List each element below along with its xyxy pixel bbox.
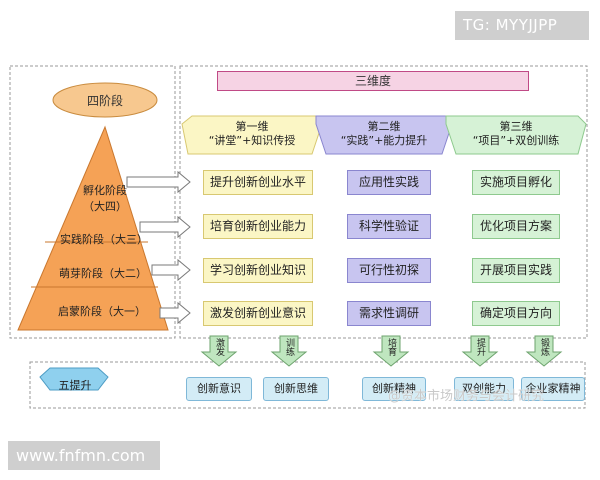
outcome-3: 创新精神 xyxy=(362,377,426,401)
dimension-2-subtitle: “实践”+能力提升 xyxy=(340,134,428,147)
banner-dim-3 xyxy=(445,115,587,155)
dimensions-frame xyxy=(179,65,588,339)
dimension-3-title: 第三维 xyxy=(499,120,533,133)
down-arrow-3 xyxy=(372,335,410,367)
tier-4: 启蒙阶段（大一） xyxy=(28,304,176,320)
improvement-hexagon xyxy=(39,367,109,391)
arrow-label-1: 激发 xyxy=(214,338,224,356)
pyramid xyxy=(17,125,169,331)
improvements-frame xyxy=(29,361,586,409)
row-arrow-2 xyxy=(139,215,191,239)
dimension-2-title: 第二维 xyxy=(367,120,401,133)
dimension-2-header: 第二维 “实践”+能力提升 xyxy=(322,120,446,148)
tier-3: 萌芽阶段（大二） xyxy=(36,266,170,282)
watermark-top: TG: MYYJJPP xyxy=(455,11,589,40)
dimension-1-subtitle: “讲堂”+知识传授 xyxy=(208,134,296,147)
stages-label: 四阶段 xyxy=(86,94,123,108)
dimensions-title: 三维度 xyxy=(217,71,529,91)
dim1-item-1: 提升创新创业水平 xyxy=(203,170,313,195)
arrow-label-3: 培育 xyxy=(386,338,396,356)
row-arrow-3 xyxy=(151,258,191,282)
outcome-4: 双创能力 xyxy=(454,377,514,401)
dim2-item-4: 需求性调研 xyxy=(347,301,431,326)
tier-2-line1: 实践阶段（大三） xyxy=(60,233,148,246)
dimension-3-header: 第三维 “项目”+双创训练 xyxy=(452,120,580,148)
stage-oval xyxy=(52,82,158,118)
down-arrow-5 xyxy=(525,335,563,367)
dim3-item-1: 实施项目孵化 xyxy=(472,170,560,195)
outcome-1: 创新意识 xyxy=(186,377,252,401)
dim3-item-2: 优化项目方案 xyxy=(472,214,560,239)
watermark-bottom: www.fnfmn.com xyxy=(8,441,160,470)
tier-1-line1: 孵化阶段 xyxy=(83,184,127,197)
tier-2: 实践阶段（大三） xyxy=(44,232,164,248)
dim2-item-1: 应用性实践 xyxy=(347,170,431,195)
dim2-item-2: 科学性验证 xyxy=(347,214,431,239)
improvements-label: 五提升 xyxy=(58,379,92,392)
arrow-label-5: 锻炼 xyxy=(539,338,549,356)
tier-1-line2: （大四） xyxy=(83,200,127,213)
down-arrow-2 xyxy=(270,335,308,367)
outcome-2: 创新思维 xyxy=(263,377,329,401)
tier-1: 孵化阶段 （大四） xyxy=(62,183,148,215)
dim1-item-2: 培育创新创业能力 xyxy=(203,214,313,239)
watermark-weibo: @资本市场财务与会计研究 xyxy=(388,389,545,404)
row-arrow-4 xyxy=(159,301,191,325)
arrow-label-4: 提升 xyxy=(475,338,485,356)
down-arrow-4 xyxy=(461,335,499,367)
outcome-5: 企业家精神 xyxy=(521,377,585,401)
arrow-label-2: 训练 xyxy=(284,338,294,356)
dimension-1-title: 第一维 xyxy=(235,120,269,133)
dim1-item-3: 学习创新创业知识 xyxy=(203,258,313,283)
stages-frame xyxy=(9,65,176,339)
tier-3-line1: 萌芽阶段（大二） xyxy=(59,267,147,280)
tier-4-line1: 启蒙阶段（大一） xyxy=(58,305,146,318)
dim3-item-4: 确定项目方向 xyxy=(472,301,560,326)
row-arrow-1 xyxy=(126,170,191,194)
dimension-3-subtitle: “项目”+双创训练 xyxy=(472,134,560,147)
dim1-item-4: 激发创新创业意识 xyxy=(203,301,313,326)
down-arrow-1 xyxy=(200,335,238,367)
dimension-1-header: 第一维 “讲堂”+知识传授 xyxy=(190,120,314,148)
dim2-item-3: 可行性初探 xyxy=(347,258,431,283)
dim3-item-3: 开展项目实践 xyxy=(472,258,560,283)
